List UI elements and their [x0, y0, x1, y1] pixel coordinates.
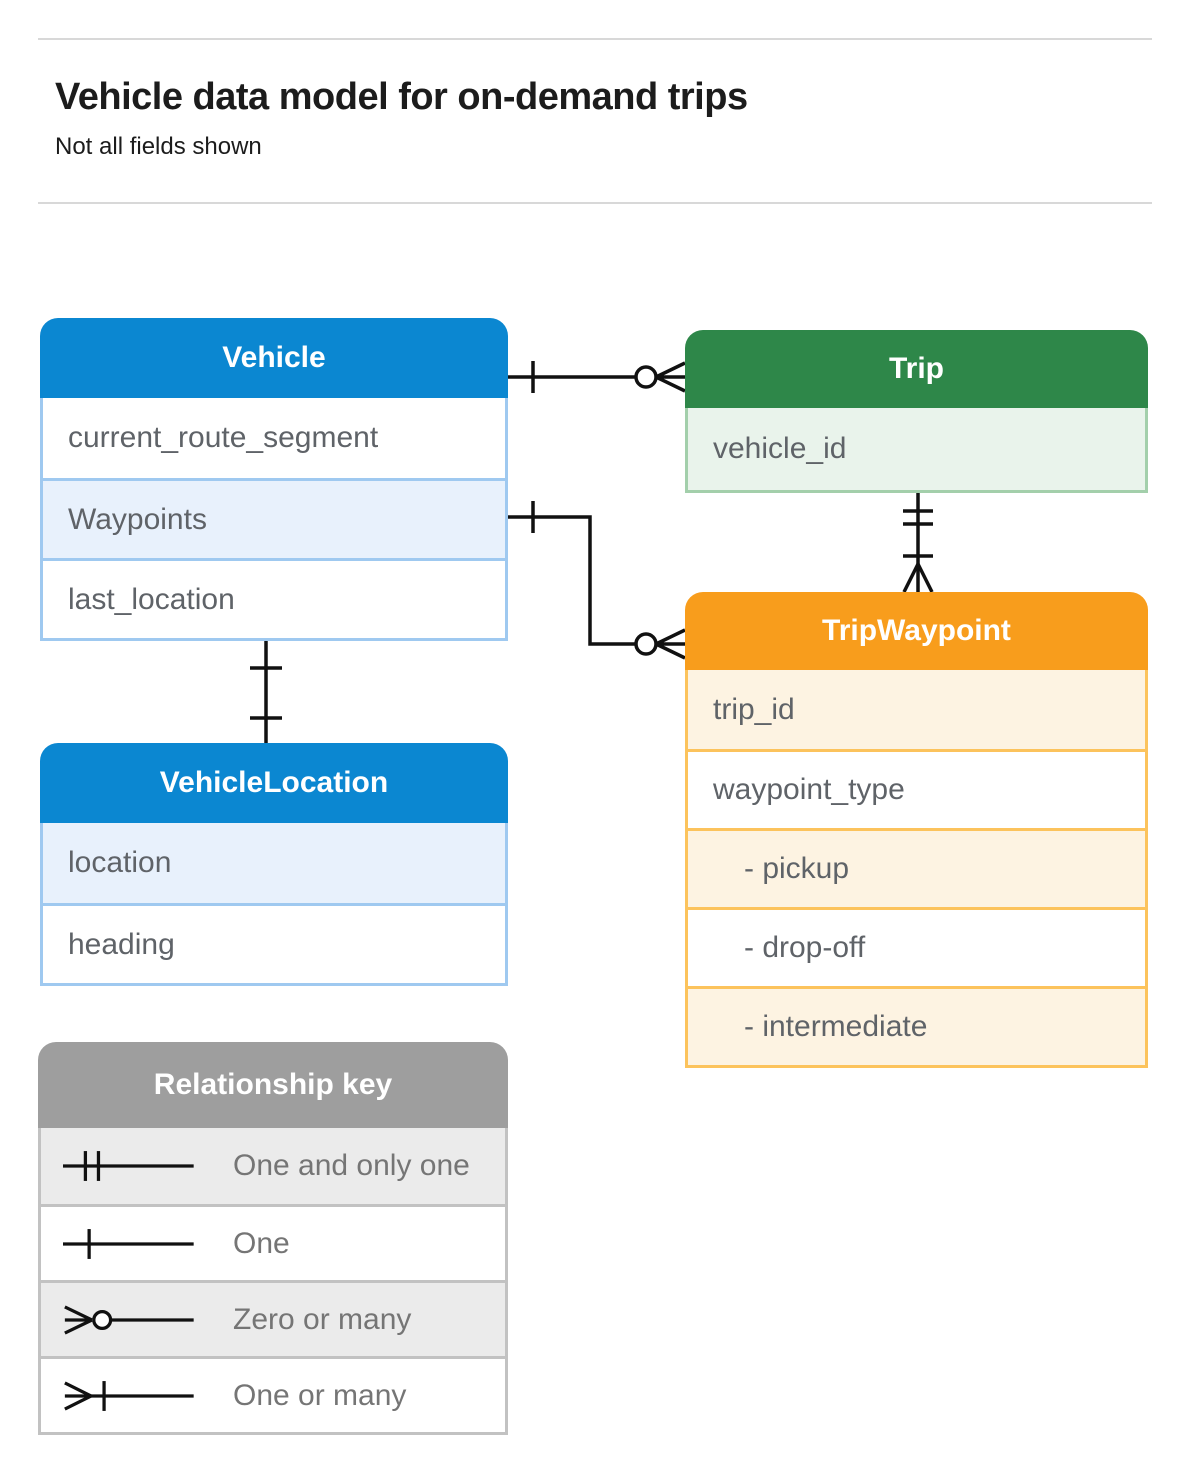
- connector-vehicle-trip: [508, 361, 686, 393]
- field-row: Waypoints: [43, 478, 505, 558]
- field-row: location: [43, 823, 505, 903]
- field-row: - intermediate: [688, 986, 1145, 1065]
- entity-vehiclelocation-body: location heading: [40, 823, 508, 986]
- legend-row: Zero or many: [41, 1280, 505, 1356]
- relationship-key-title: Relationship key: [38, 1042, 508, 1128]
- entity-vehiclelocation: VehicleLocation location heading: [40, 743, 508, 986]
- entity-vehicle-body: current_route_segment Waypoints last_loc…: [40, 398, 508, 641]
- legend-row: One and only one: [41, 1128, 505, 1204]
- top-divider: [38, 38, 1152, 40]
- field-row: current_route_segment: [43, 398, 505, 478]
- entity-trip-title: Trip: [685, 330, 1148, 408]
- field-row: - pickup: [688, 828, 1145, 907]
- legend-row: One: [41, 1204, 505, 1280]
- field-row: last_location: [43, 558, 505, 638]
- entity-tripwaypoint-body: trip_id waypoint_type - pickup - drop-of…: [685, 670, 1148, 1068]
- entity-tripwaypoint-title: TripWaypoint: [685, 592, 1148, 670]
- legend-label: Zero or many: [233, 1302, 412, 1336]
- connector-vehicle-vehiclelocation: [250, 637, 282, 743]
- header-divider: [38, 202, 1152, 204]
- one-or-many-icon: [63, 1368, 203, 1424]
- relationship-key: Relationship key One and only one One: [38, 1042, 508, 1435]
- legend-label: One or many: [233, 1378, 407, 1412]
- one-and-only-one-icon: [63, 1138, 203, 1194]
- entity-trip-body: vehicle_id: [685, 408, 1148, 493]
- entity-trip: Trip vehicle_id: [685, 330, 1148, 493]
- one-icon: [63, 1216, 203, 1272]
- entity-tripwaypoint: TripWaypoint trip_id waypoint_type - pic…: [685, 592, 1148, 1068]
- relationship-key-body: One and only one One Zero or many: [38, 1128, 508, 1435]
- connector-trip-tripwaypoint: [902, 490, 934, 593]
- legend-label: One and only one: [233, 1149, 470, 1182]
- field-row: trip_id: [688, 670, 1145, 749]
- field-row: waypoint_type: [688, 749, 1145, 828]
- field-row: - drop-off: [688, 907, 1145, 986]
- zero-or-many-icon: [63, 1292, 203, 1348]
- entity-vehicle-title: Vehicle: [40, 318, 508, 398]
- page-title: Vehicle data model for on-demand trips: [55, 76, 748, 118]
- entity-vehicle: Vehicle current_route_segment Waypoints …: [40, 318, 508, 641]
- field-row: vehicle_id: [688, 408, 1145, 490]
- page-subtitle: Not all fields shown: [55, 133, 262, 160]
- field-row: heading: [43, 903, 505, 983]
- entity-vehiclelocation-title: VehicleLocation: [40, 743, 508, 823]
- connector-waypoints-tripwaypoint: [508, 501, 686, 660]
- legend-label: One: [233, 1226, 290, 1260]
- legend-row: One or many: [41, 1356, 505, 1432]
